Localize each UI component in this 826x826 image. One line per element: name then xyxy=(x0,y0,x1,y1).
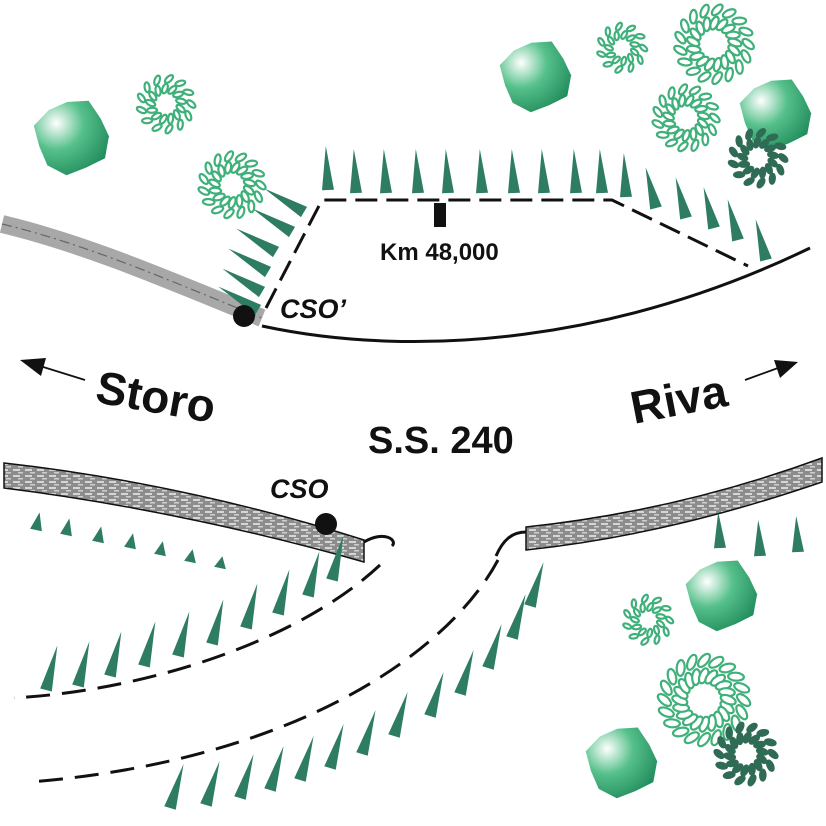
slope-hachure-icon xyxy=(154,541,166,557)
cso-prime-label: CSO’ xyxy=(280,294,347,324)
slope-hachure-icon xyxy=(326,535,344,582)
direction-label-right: Riva xyxy=(626,364,732,434)
slope-hachure-icon xyxy=(200,761,220,807)
slope-hachure-icon xyxy=(252,208,296,238)
leafy-tree-icon xyxy=(622,593,675,646)
slope-hachure-icon xyxy=(703,187,720,230)
slope-hachure-icon xyxy=(755,219,772,262)
leafy-tree-icon xyxy=(713,721,779,787)
slope-hachure-icon xyxy=(234,754,254,800)
wall-start-curve xyxy=(494,530,527,557)
slope-hachure-icon xyxy=(264,746,284,792)
slope-hachure-icon xyxy=(322,146,334,191)
leafy-tree-icon xyxy=(197,150,267,220)
slope-hachure-icon xyxy=(324,724,344,770)
slope-hachure-icon xyxy=(72,641,90,688)
round-bush-icon xyxy=(685,560,758,632)
leafy-tree-icon xyxy=(656,652,752,748)
slope-hachure-icon xyxy=(727,199,744,242)
slope-hachure-icon xyxy=(524,562,544,608)
slope-hachure-icon xyxy=(240,583,258,630)
slope-hachure-icon xyxy=(92,526,104,544)
round-bush-icon xyxy=(585,727,658,799)
slope-hachure-icon xyxy=(228,248,272,278)
slope-hachure-icon xyxy=(645,167,662,210)
leafy-tree-icon xyxy=(135,74,197,135)
slope-hachure-icon xyxy=(172,611,190,658)
slope-hachure-icon xyxy=(538,149,550,194)
milestone-icon xyxy=(434,203,446,227)
slope-hachure-icon xyxy=(596,149,608,194)
slope-hachure-icon xyxy=(222,268,266,298)
slope-hachure-icon xyxy=(424,672,444,718)
slope-hachure-icon xyxy=(184,549,196,564)
slope-hachure-icon xyxy=(454,650,474,696)
slope-hachure-icon xyxy=(476,149,488,194)
old-road xyxy=(0,215,266,327)
slope-hachure-icon xyxy=(236,228,280,258)
slope-hachure-icon xyxy=(380,149,392,194)
slope-hachure-icon xyxy=(294,736,314,782)
slope-hachure-icon xyxy=(164,764,184,810)
slope-hachure-icon xyxy=(570,149,582,194)
upper-slope-hachures xyxy=(218,146,772,316)
slope-hachure-icon xyxy=(104,631,122,678)
slope-hachure-icon xyxy=(124,533,136,550)
lower-dashed-line-lower xyxy=(29,559,500,784)
slope-hachure-icon xyxy=(40,645,58,692)
left-retaining-wall xyxy=(3,462,365,563)
slope-hachure-icon xyxy=(754,520,766,557)
slope-hachure-icon xyxy=(675,177,692,220)
direction-arrow-icon xyxy=(20,358,86,381)
lower-slope-hachures xyxy=(30,512,804,810)
km-label: Km 48,000 xyxy=(380,239,499,266)
slope-hachure-icon xyxy=(302,551,320,598)
station-dot-icon xyxy=(315,513,337,535)
slope-hachure-icon xyxy=(482,624,502,670)
slope-hachure-icon xyxy=(60,518,72,537)
leafy-tree-icon xyxy=(727,128,789,189)
slope-hachure-icon xyxy=(350,149,362,194)
direction-arrow-icon xyxy=(744,360,798,381)
slope-hachure-icon xyxy=(620,153,632,198)
road-name-label: S.S. 240 xyxy=(368,420,514,462)
leafy-tree-icon xyxy=(596,21,649,74)
slope-hachure-icon xyxy=(264,188,308,218)
right-retaining-wall xyxy=(525,456,823,551)
lower-dashed-line-upper xyxy=(13,563,382,700)
slope-hachure-icon xyxy=(714,512,726,549)
leafy-tree-icon xyxy=(651,83,721,153)
slope-hachure-icon xyxy=(412,149,424,194)
slope-hachure-icon xyxy=(388,692,408,738)
slope-hachure-icon xyxy=(138,621,156,668)
slope-hachure-icon xyxy=(30,512,42,532)
slope-hachure-icon xyxy=(272,569,290,616)
round-bush-icon xyxy=(499,41,572,113)
slope-hachure-icon xyxy=(356,710,376,756)
upper-excavation-outline xyxy=(264,198,749,309)
vegetation xyxy=(33,3,812,799)
station-dot-icon xyxy=(233,305,255,327)
leafy-tree-icon xyxy=(673,3,755,86)
cso-label: CSO xyxy=(270,474,329,504)
direction-label-left: Storo xyxy=(92,361,219,433)
upper-road-edge xyxy=(261,246,811,344)
slope-hachure-icon xyxy=(214,556,226,570)
wall-end-curve xyxy=(363,534,395,548)
slope-hachure-icon xyxy=(442,149,454,194)
round-bush-icon xyxy=(33,100,110,176)
slope-hachure-icon xyxy=(506,594,526,640)
slope-hachure-icon xyxy=(792,516,804,553)
slope-hachure-icon xyxy=(206,599,224,646)
slope-hachure-icon xyxy=(508,149,520,194)
